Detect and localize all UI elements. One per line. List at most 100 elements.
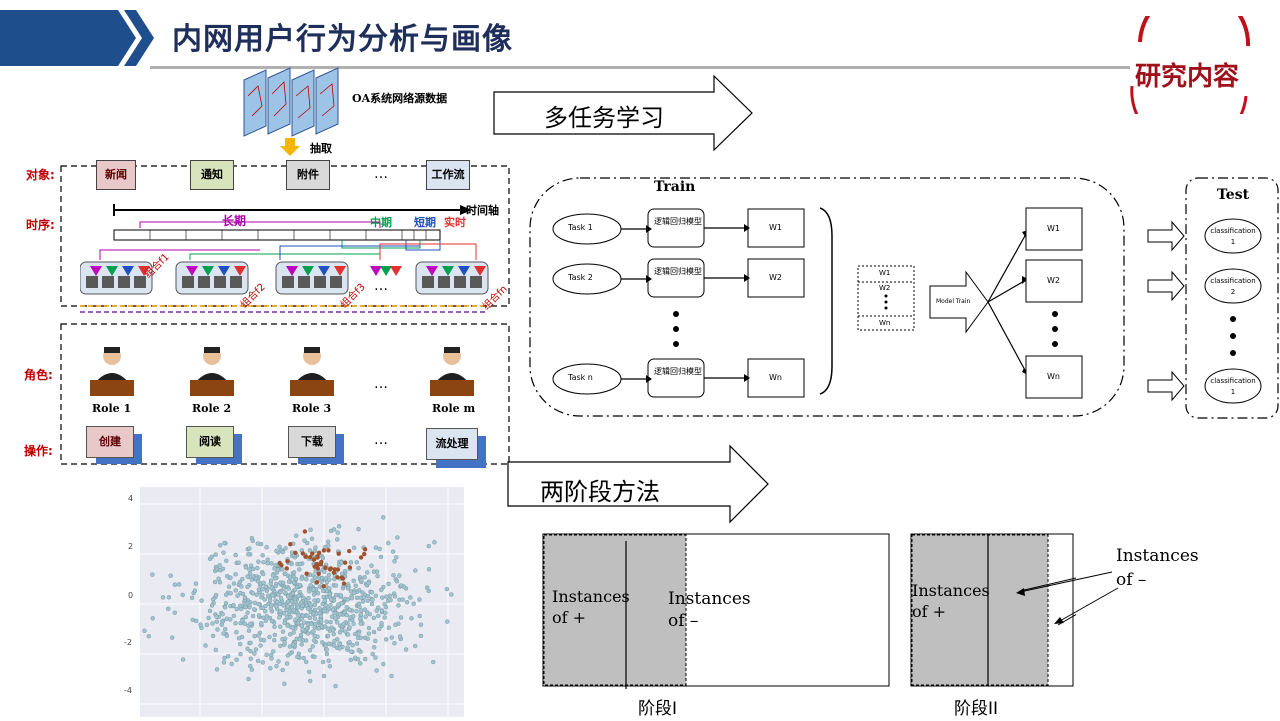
- scatter-point: [264, 652, 269, 658]
- scatter-point: [306, 669, 312, 675]
- scatter-point: [348, 649, 354, 654]
- scatter-point-highlight: [323, 565, 328, 570]
- scatter-point: [210, 633, 216, 639]
- scatter-point: [236, 560, 241, 565]
- scatter-point: [383, 610, 388, 615]
- scatter-point: [292, 587, 298, 592]
- scatter-point: [217, 543, 223, 548]
- scatter-point: [301, 620, 307, 625]
- scatter-point: [345, 645, 350, 650]
- scatter-point: [343, 629, 348, 634]
- scatter-point: [277, 615, 282, 620]
- model-2-label: 逻辑回归模型: [654, 267, 702, 276]
- instances-pointer-arrows: [1016, 571, 1119, 624]
- oa-source-stack-icon: [243, 67, 339, 137]
- scatter-point: [382, 615, 387, 620]
- scatter-point: [307, 647, 313, 653]
- scatter-point: [268, 578, 274, 583]
- scatter-point: [348, 657, 354, 663]
- scatter-point: [286, 586, 291, 591]
- scatter-point-highlight: [310, 551, 315, 556]
- scatter-point: [248, 649, 253, 654]
- scatter-point: [356, 526, 361, 532]
- scatter-point: [379, 621, 384, 626]
- scatter-point: [261, 615, 266, 620]
- scatter-point: [282, 640, 287, 645]
- scatter-point: [278, 596, 284, 601]
- scatter-point: [369, 601, 375, 607]
- y-tick-neg4: -4: [124, 686, 132, 695]
- scatter-point: [233, 588, 238, 593]
- scatter-point: [243, 614, 249, 620]
- scatter-point-highlight: [314, 580, 320, 585]
- scatter-point-highlight: [335, 575, 340, 580]
- scatter-point: [400, 597, 405, 602]
- scatter-point: [192, 588, 198, 593]
- scatter-point: [348, 560, 354, 565]
- scatter-point: [228, 575, 233, 580]
- classification-2-label: classification 2: [1210, 277, 1256, 296]
- scatter-point: [318, 617, 324, 623]
- scatter-point: [273, 583, 278, 589]
- stage-2-diagram: [910, 533, 1076, 687]
- scatter-point: [259, 621, 264, 626]
- header-banner: [0, 10, 1130, 69]
- scatter-point: [252, 600, 258, 606]
- scatter-point: [282, 620, 287, 626]
- scatter-point-highlight: [362, 551, 367, 557]
- scatter-point-highlight: [307, 555, 313, 560]
- scatter-point: [255, 658, 261, 664]
- task-n-label: Task n: [568, 373, 593, 382]
- scatter-point: [383, 604, 389, 610]
- scatter-point: [347, 625, 352, 630]
- scatter-point: [291, 630, 296, 635]
- scatter-point: [371, 615, 377, 621]
- scatter-point-highlight: [336, 551, 341, 556]
- scatter-point: [210, 621, 215, 626]
- scatter-point: [293, 599, 298, 605]
- scatter-point: [214, 619, 220, 624]
- scatter-point: [217, 563, 222, 568]
- scatter-point: [296, 613, 301, 618]
- scatter-point: [362, 575, 367, 580]
- scatter-point: [277, 624, 283, 629]
- scatter-point: [290, 625, 296, 631]
- time-axis-diagram: [80, 204, 489, 313]
- scatter-point: [315, 590, 321, 596]
- scatter-point-highlight: [326, 548, 331, 553]
- scatter-point: [280, 549, 285, 555]
- scatter-point: [250, 566, 256, 572]
- scatter-point: [273, 604, 279, 609]
- scatter-point: [351, 578, 356, 584]
- scatter-point: [327, 663, 333, 669]
- scatter-point: [231, 613, 237, 619]
- scatter-point: [278, 643, 283, 649]
- scatter-plot: [140, 487, 464, 717]
- scatter-point: [245, 610, 250, 615]
- scatter-point: [278, 609, 283, 614]
- scatter-point: [418, 633, 424, 639]
- object-news: 新闻: [96, 160, 136, 190]
- scatter-point: [358, 616, 363, 621]
- scatter-point: [310, 578, 315, 583]
- scatter-point: [320, 659, 326, 665]
- scatter-point: [335, 537, 340, 542]
- scatter-point: [240, 591, 246, 597]
- task-1-label: Task 1: [568, 223, 593, 232]
- scatter-point: [312, 654, 317, 660]
- role-m-label: Role m: [432, 402, 476, 415]
- scatter-point: [393, 622, 398, 628]
- scatter-point: [330, 627, 336, 633]
- task-2-label: Task 2: [568, 273, 593, 282]
- scatter-point: [354, 560, 360, 565]
- scatter-point: [375, 573, 380, 579]
- scatter-point: [396, 603, 401, 608]
- scatter-point: [224, 633, 230, 638]
- extract-label: 抽取: [310, 142, 332, 155]
- scatter-point: [302, 538, 307, 543]
- scatter-point: [350, 642, 355, 648]
- scatter-point: [370, 651, 375, 657]
- scatter-point: [283, 590, 288, 596]
- stack-wn-label: Wn: [879, 319, 891, 327]
- scatter-point: [394, 578, 400, 584]
